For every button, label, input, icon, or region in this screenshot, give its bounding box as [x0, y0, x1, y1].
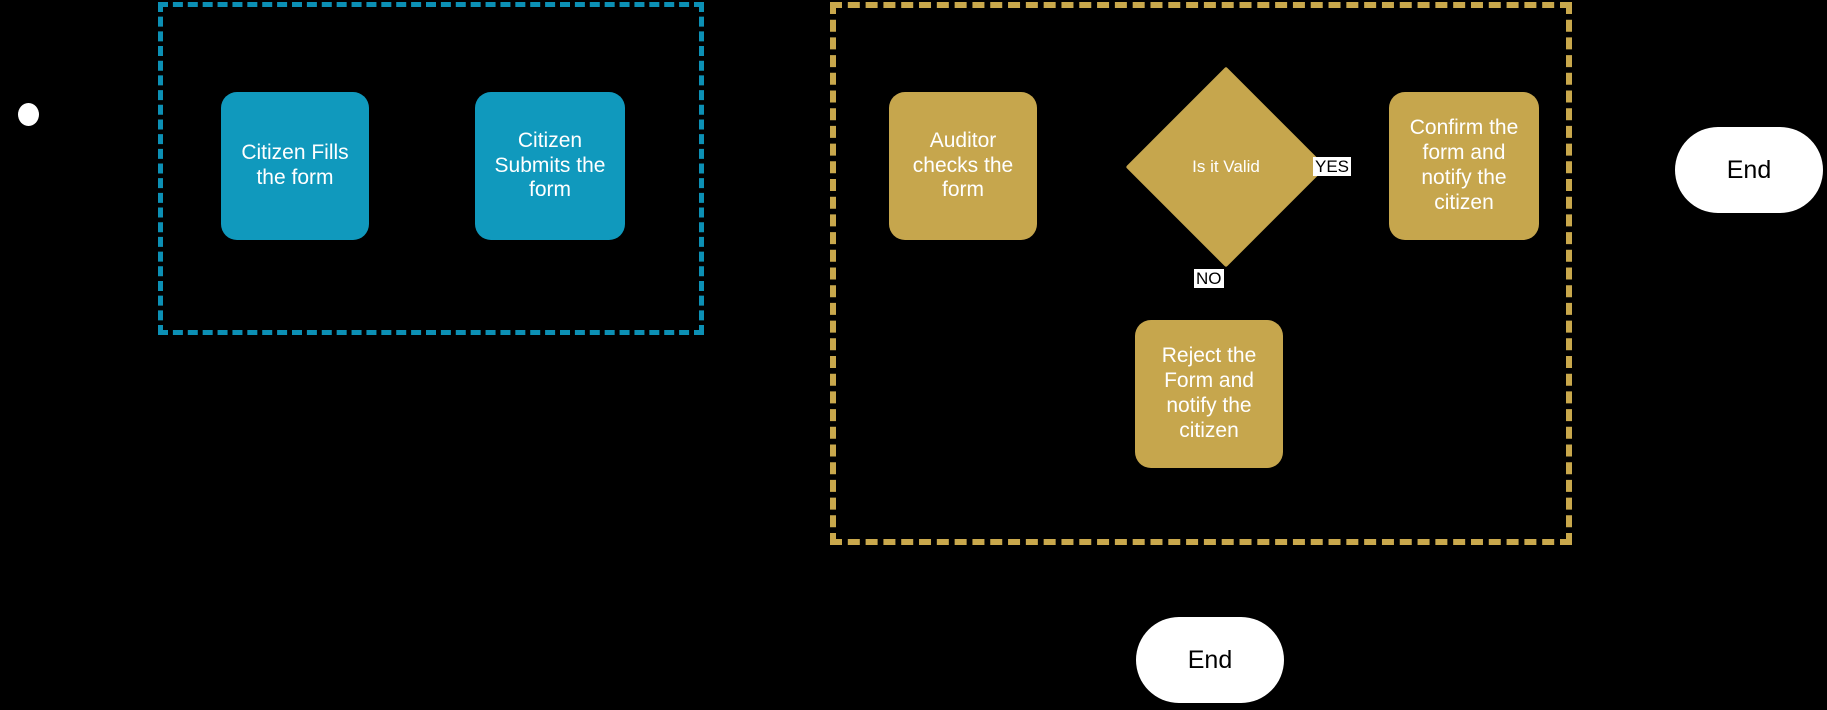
node-label: Citizen Submits the form — [494, 128, 606, 202]
edge-label-yes: YES — [1313, 157, 1352, 176]
end-node-right[interactable]: End — [1675, 127, 1823, 213]
node-confirm-form-and-notify-citizen[interactable]: Confirm the form and notify the citizen — [1389, 92, 1539, 240]
node-label: Confirm the form and notify the citizen — [1409, 116, 1519, 214]
node-label: Reject the Form and notify the citizen — [1161, 344, 1257, 442]
node-reject-form-and-notify-citizen[interactable]: Reject the Form and notify the citizen — [1135, 320, 1283, 468]
end-node-label: End — [1187, 645, 1233, 674]
node-citizen-submits-the-form[interactable]: Citizen Submits the form — [475, 92, 625, 240]
node-label: Auditor checks the form — [912, 128, 1014, 202]
start-node-dot[interactable] — [18, 103, 39, 126]
decision-is-it-valid[interactable]: Is it Valid — [1125, 66, 1327, 268]
node-auditor-checks-the-form[interactable]: Auditor checks the form — [889, 92, 1037, 240]
end-node-bottom[interactable]: End — [1136, 617, 1284, 703]
auditor-swimlane[interactable] — [830, 2, 1572, 545]
edge-label-no: NO — [1194, 269, 1224, 288]
decision-label: Is it Valid — [1192, 157, 1260, 176]
node-label: Citizen Fills the form — [241, 141, 349, 189]
end-node-label: End — [1726, 155, 1772, 184]
node-citizen-fills-the-form[interactable]: Citizen Fills the form — [221, 92, 369, 240]
citizen-swimlane[interactable] — [158, 2, 704, 335]
